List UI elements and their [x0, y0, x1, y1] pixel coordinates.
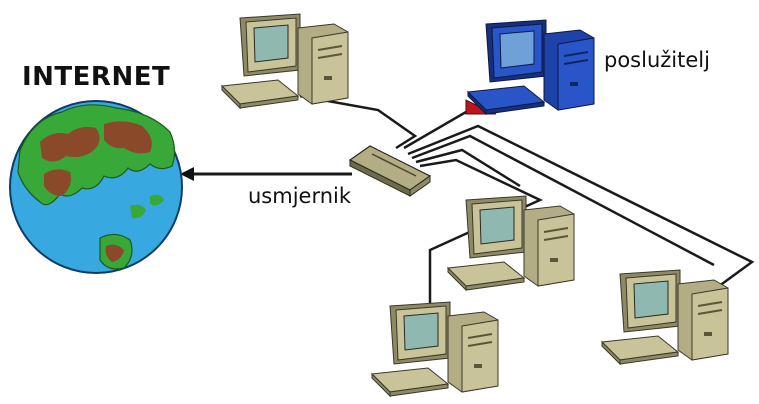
cable-middle-pc — [415, 148, 521, 188]
computer-icon — [221, 13, 349, 109]
cable-bottom-right-pc — [411, 134, 715, 267]
server-label: poslužitelj — [604, 48, 710, 72]
computer-icon — [601, 269, 729, 365]
globe-icon — [9, 100, 183, 274]
cable-top-pc — [299, 94, 418, 150]
router-label: usmjernik — [248, 184, 352, 208]
cable-bottom-pc — [419, 158, 543, 310]
computer-icon — [371, 301, 499, 397]
arrow-to-internet-icon — [180, 167, 194, 181]
internet-label: INTERNET — [22, 62, 171, 92]
computer-icon — [447, 195, 575, 291]
flag-icon — [465, 99, 497, 115]
router-icon — [348, 145, 432, 197]
network-cables — [190, 94, 755, 310]
cable-right-pc — [407, 124, 755, 302]
server-icon — [467, 19, 595, 115]
